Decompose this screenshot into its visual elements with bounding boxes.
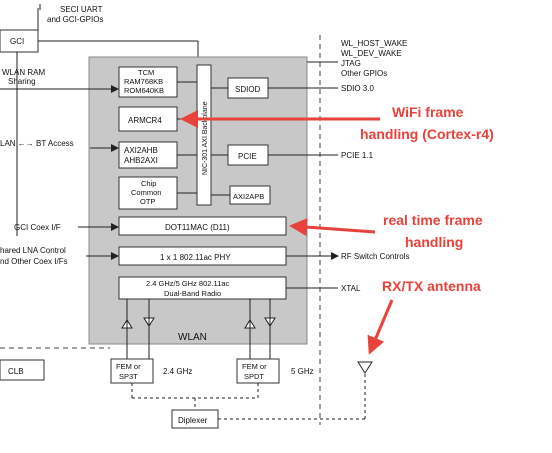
- svg-text:AXI2APB: AXI2APB: [233, 192, 264, 201]
- svg-text:JTAG: JTAG: [341, 59, 361, 68]
- axi2ahb-block: [118, 141, 178, 169]
- clb-box: [0, 359, 45, 381]
- svg-text:hared LNA Control: hared LNA Control: [0, 246, 66, 255]
- band-5-label: 5 GHz: [291, 367, 314, 376]
- fem-sp3t-block: [110, 358, 154, 384]
- svg-text:Diplexer: Diplexer: [178, 416, 208, 425]
- radio-amplifiers: [121, 299, 276, 360]
- svg-text:ROM640KB: ROM640KB: [124, 86, 164, 95]
- svg-text:Sharing: Sharing: [8, 77, 36, 86]
- svg-text:handling (Cortex-r4): handling (Cortex-r4): [360, 126, 494, 142]
- svg-text:FEM or: FEM or: [116, 362, 141, 371]
- realtime-annotation: real time frame handling: [383, 212, 483, 250]
- pcie-label: PCIE 1.1: [341, 151, 374, 160]
- svg-text:FEM or: FEM or: [242, 362, 267, 371]
- svg-text:RAM768KB: RAM768KB: [124, 77, 163, 86]
- svg-text:PCIE: PCIE: [238, 152, 257, 161]
- svg-text:AHB2AXI: AHB2AXI: [124, 156, 158, 165]
- svg-text:real time frame: real time frame: [383, 212, 483, 228]
- rf-switch-label: RF Switch Controls: [341, 252, 409, 261]
- antenna-icon: [357, 361, 373, 374]
- svg-text:SDIOD: SDIOD: [235, 85, 261, 94]
- svg-text:OTP: OTP: [140, 197, 155, 206]
- svg-text:WiFi frame: WiFi frame: [392, 104, 464, 120]
- antenna-annotation-arrow: [367, 299, 394, 355]
- svg-text:Other GPIOs: Other GPIOs: [341, 69, 387, 78]
- svg-text:SECI UART: SECI UART: [60, 5, 103, 14]
- gci-label: GCI: [10, 37, 24, 46]
- armcr4-block: [118, 106, 178, 132]
- svg-text:WL_HOST_WAKE: WL_HOST_WAKE: [341, 39, 407, 48]
- wlan-ram-label: WLAN RAM Sharing: [2, 68, 45, 86]
- svg-text:1 x 1 802.11ac PHY: 1 x 1 802.11ac PHY: [160, 253, 231, 262]
- seci-label: SECI UART and GCI-GPIOs: [47, 5, 103, 24]
- wifi-annotation: WiFi frame handling (Cortex-r4): [360, 104, 494, 142]
- svg-text:WLAN RAM: WLAN RAM: [2, 68, 45, 77]
- chip-common-otp-block: [118, 176, 178, 210]
- svg-text:nd Other Coex I/Fs: nd Other Coex I/Fs: [0, 257, 68, 266]
- svg-text:TCM: TCM: [138, 68, 154, 77]
- dot11mac-block: [118, 216, 287, 236]
- realtime-annotation-arrow: [289, 218, 376, 237]
- svg-text:NIC-301 AXI Backplane: NIC-301 AXI Backplane: [202, 101, 209, 175]
- sdio-label: SDIO 3.0: [341, 84, 374, 93]
- svg-text:handling: handling: [405, 234, 463, 250]
- antenna-annotation: RX/TX antenna: [382, 278, 481, 294]
- host-gpio-labels: WL_HOST_WAKE WL_DEV_WAKE JTAG Other GPIO…: [341, 39, 407, 78]
- svg-text:SPDT: SPDT: [244, 372, 264, 381]
- svg-text:and GCI-GPIOs: and GCI-GPIOs: [47, 15, 103, 24]
- lna-coex-label: hared LNA Control nd Other Coex I/Fs: [0, 246, 68, 266]
- svg-text:SP3T: SP3T: [119, 372, 138, 381]
- svg-text:Chip: Chip: [141, 179, 156, 188]
- svg-text:Dual-Band Radio: Dual-Band Radio: [164, 289, 221, 298]
- clb-label: CLB: [8, 367, 24, 376]
- svg-text:ARMCR4: ARMCR4: [128, 116, 162, 125]
- svg-text:2.4 GHz/5 GHz 802.11ac: 2.4 GHz/5 GHz 802.11ac: [146, 279, 229, 288]
- svg-text:WL_DEV_WAKE: WL_DEV_WAKE: [341, 49, 402, 58]
- nic-axi-backplane: [196, 64, 212, 206]
- gci-coex-label: GCI Coex I/F: [14, 223, 61, 232]
- svg-text:DOT11MAC (D11): DOT11MAC (D11): [165, 223, 230, 232]
- svg-text:AXI2AHB: AXI2AHB: [124, 146, 158, 155]
- band-24-label: 2.4 GHz: [163, 367, 192, 376]
- xtal-label: XTAL: [341, 284, 361, 293]
- bt-access-label: LAN ←→ BT Access: [0, 139, 74, 148]
- svg-text:Common: Common: [131, 188, 161, 197]
- fem-spdt-block: [236, 358, 280, 384]
- wlan-label: WLAN: [178, 332, 207, 343]
